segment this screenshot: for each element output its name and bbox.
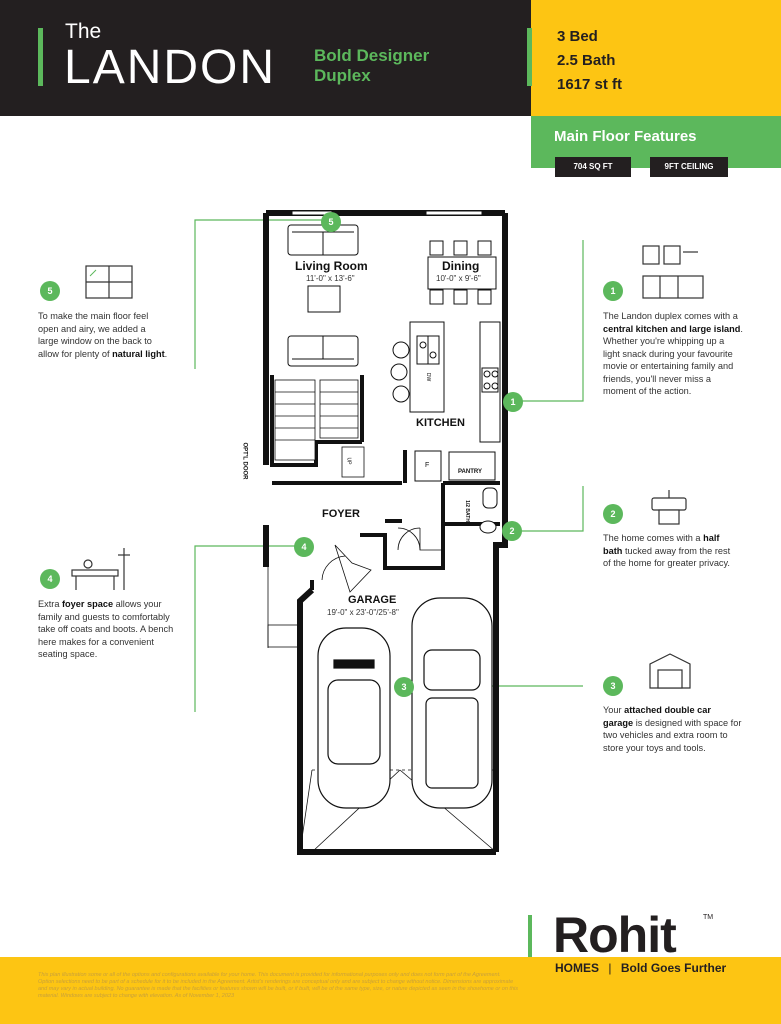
fridge-label: F — [425, 462, 430, 469]
fridge-pantry — [414, 450, 496, 482]
window-icon-shine — [89, 269, 97, 277]
living-room-size: 11'-0" x 13'-6" — [306, 274, 355, 283]
garage-size: 19'-0" x 23'-0"/25'-8" — [327, 608, 399, 617]
callout-3-text: Your attached double car garage is desig… — [603, 705, 742, 753]
brand-logo: Rohit — [553, 907, 677, 963]
model-prefix: The — [65, 20, 102, 43]
interior-walls — [270, 375, 500, 590]
living-sofa-top — [287, 224, 359, 256]
callout-2-text: The home comes with a half bath tucked a… — [603, 533, 731, 568]
callout-2-number: 2 — [603, 504, 623, 524]
pantry-label: PANTRY — [458, 469, 482, 475]
brand-trademark: TM — [703, 914, 714, 921]
garage-name: GARAGE — [348, 594, 397, 606]
sqft-chip: 704 SQ FT — [555, 157, 631, 177]
header-banner — [0, 0, 531, 116]
model-tagline: Bold Designer Duplex — [314, 46, 429, 86]
plan-marker-4: 4 — [294, 537, 314, 557]
car-left — [317, 627, 391, 809]
callout-4-text: Extra foyer space allows your family and… — [38, 599, 174, 659]
plan-marker-2: 2 — [502, 521, 522, 541]
spec-area: 1617 st ft — [557, 76, 623, 93]
callout-4-number: 4 — [40, 569, 60, 589]
brand-tagline: HOMES | Bold Goes Further — [555, 961, 727, 975]
dishwasher-label: DW — [425, 372, 432, 382]
header-accent-bar — [38, 28, 43, 86]
living-room-name: Living Room — [295, 259, 368, 273]
callout-1-text: The Landon duplex comes with a central k… — [603, 311, 743, 396]
kitchen-label: KITCHEN — [416, 417, 465, 429]
plan-marker-5: 5 — [321, 212, 341, 232]
tagline-line-1: Bold Designer — [314, 46, 430, 65]
foyer-label: FOYER — [322, 508, 360, 520]
spec-beds: 3 Bed — [557, 28, 598, 45]
half-bath-fixtures — [479, 487, 498, 534]
kitchen-island — [390, 321, 445, 413]
plan-marker-3: 3 — [394, 677, 414, 697]
legal-disclaimer: This plan illustration some or all of th… — [38, 972, 518, 999]
dining-size: 10'-0" x 9'-6" — [436, 274, 481, 283]
bath-icon — [651, 490, 687, 525]
staircase — [274, 379, 365, 478]
window-icon — [85, 265, 133, 299]
car-right — [411, 597, 493, 809]
footer-band — [0, 957, 781, 1024]
ceiling-chip: 9FT CEILING — [650, 157, 728, 177]
dining-table — [427, 240, 497, 305]
callout-5-number: 5 — [40, 281, 60, 301]
dining-name: Dining — [442, 259, 480, 273]
features-title: Main Floor Features — [554, 128, 697, 145]
doors — [321, 527, 442, 593]
logo-accent-bar — [528, 915, 532, 975]
half-bath-label: 1/2 BATH — [463, 500, 470, 522]
plan-marker-1: 1 — [503, 392, 523, 412]
tagline-line-2: Duplex — [314, 66, 371, 85]
callout-1-number: 1 — [603, 281, 623, 301]
garage-icon — [649, 653, 691, 689]
kitchen-counter — [479, 321, 501, 443]
callout-5-text: To make the main floor feel open and air… — [38, 311, 168, 359]
foyer-icon — [71, 548, 130, 590]
optional-door-label: OPT'L DOOR — [241, 442, 248, 480]
callout-3-number: 3 — [603, 676, 623, 696]
stair-up-label: UP — [345, 457, 352, 465]
specs-accent-bar — [527, 28, 532, 86]
specs-box — [531, 0, 781, 116]
coffee-table — [307, 285, 341, 313]
spec-baths: 2.5 Bath — [557, 52, 616, 69]
living-sofa-bottom — [287, 335, 359, 367]
model-name: LANDON — [64, 41, 277, 94]
callout-leader-lines — [194, 219, 584, 712]
kitchen-icon — [642, 245, 704, 299]
